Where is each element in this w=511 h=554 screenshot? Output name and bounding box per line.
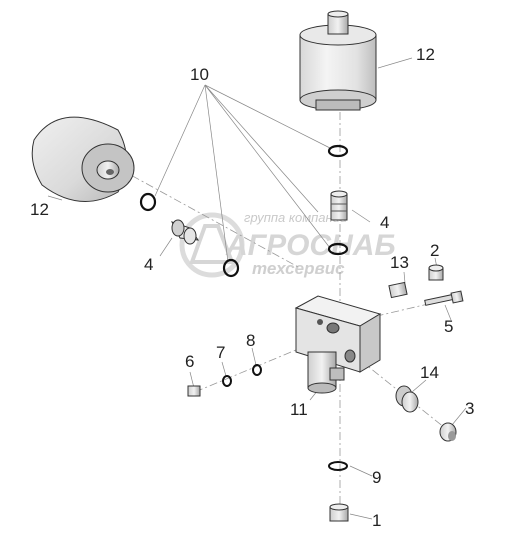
callout-12-top: 12 [416,45,435,64]
watermark: группа компаний АГРОСНАБ техсервис [179,210,396,278]
plug-1-part [329,503,349,522]
callout-14: 14 [420,363,439,382]
fitting-13-part [388,281,408,299]
ring-7-part [222,375,232,387]
plug-3-part [439,422,457,442]
callout-4-right: 4 [380,213,389,232]
valve-block-part [294,295,382,394]
callout-12-left: 12 [30,200,49,219]
callouts: 1 2 3 4 4 5 6 7 8 9 10 11 12 12 13 14 [30,45,474,530]
watermark-line1: группа компаний [244,210,347,225]
accumulator-top-part [299,10,377,111]
spring-8-part [252,364,262,376]
callout-6: 6 [185,352,194,371]
watermark-line2: АГРОСНАБ [225,229,396,262]
callout-2: 2 [430,241,439,260]
adapter-right-part [330,190,348,221]
callout-10: 10 [190,65,209,84]
o-rings [139,144,349,471]
plug-6-part [187,385,201,397]
callout-1: 1 [372,511,381,530]
callout-8: 8 [246,331,255,350]
adapter-left-part [171,219,200,245]
callout-9: 9 [372,468,381,487]
callout-4-left: 4 [144,255,153,274]
accumulator-left-part [31,116,135,202]
watermark-line3: техсервис [252,259,345,278]
callout-3: 3 [465,399,474,418]
leader-lines [47,57,467,520]
plug-2-part [428,264,444,281]
callout-11: 11 [290,400,308,419]
callout-7: 7 [216,343,225,362]
callout-13: 13 [390,253,409,272]
fitting-14-part [395,385,419,413]
center-lines [117,112,451,515]
bolt-5-part [424,290,464,306]
callout-5: 5 [444,317,453,336]
